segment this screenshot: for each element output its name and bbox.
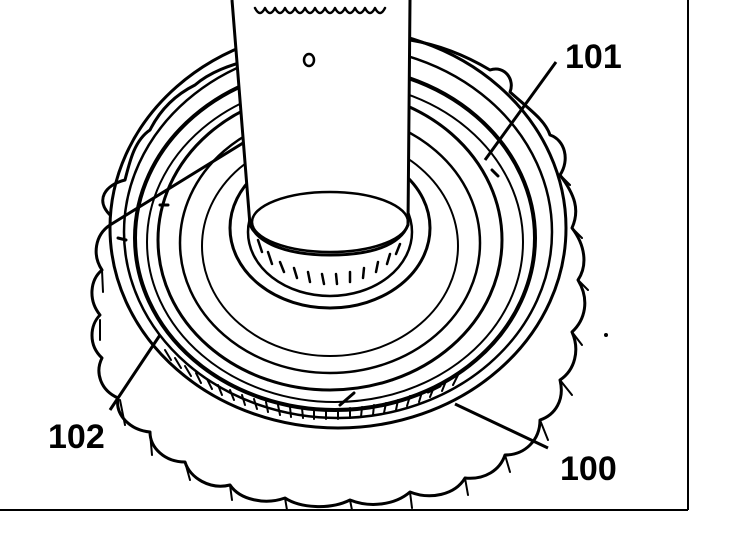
callout-101: 101: [565, 38, 622, 76]
housing-scallops: [99, 174, 589, 511]
hub-splines: [256, 238, 402, 286]
stray-dot: [604, 333, 608, 337]
outer-scalloped-housing: [90, 38, 587, 509]
shaft-hole: [302, 52, 316, 68]
shaft-body: [230, 0, 412, 257]
callout-102: 102: [48, 418, 105, 456]
leader-line-101: [483, 61, 558, 161]
ring-notches: [116, 168, 500, 242]
shaft-knurling: [253, 6, 387, 15]
shaft-end: [250, 190, 410, 254]
leader-line-100: [454, 402, 549, 450]
tool-shaft: [230, 0, 412, 257]
leader-line-102: [108, 334, 162, 411]
base-spline-teeth: [164, 349, 459, 420]
gear-assembly: [90, 26, 589, 511]
snap-ring-gap: [338, 384, 442, 407]
callout-100: 100: [560, 450, 617, 488]
